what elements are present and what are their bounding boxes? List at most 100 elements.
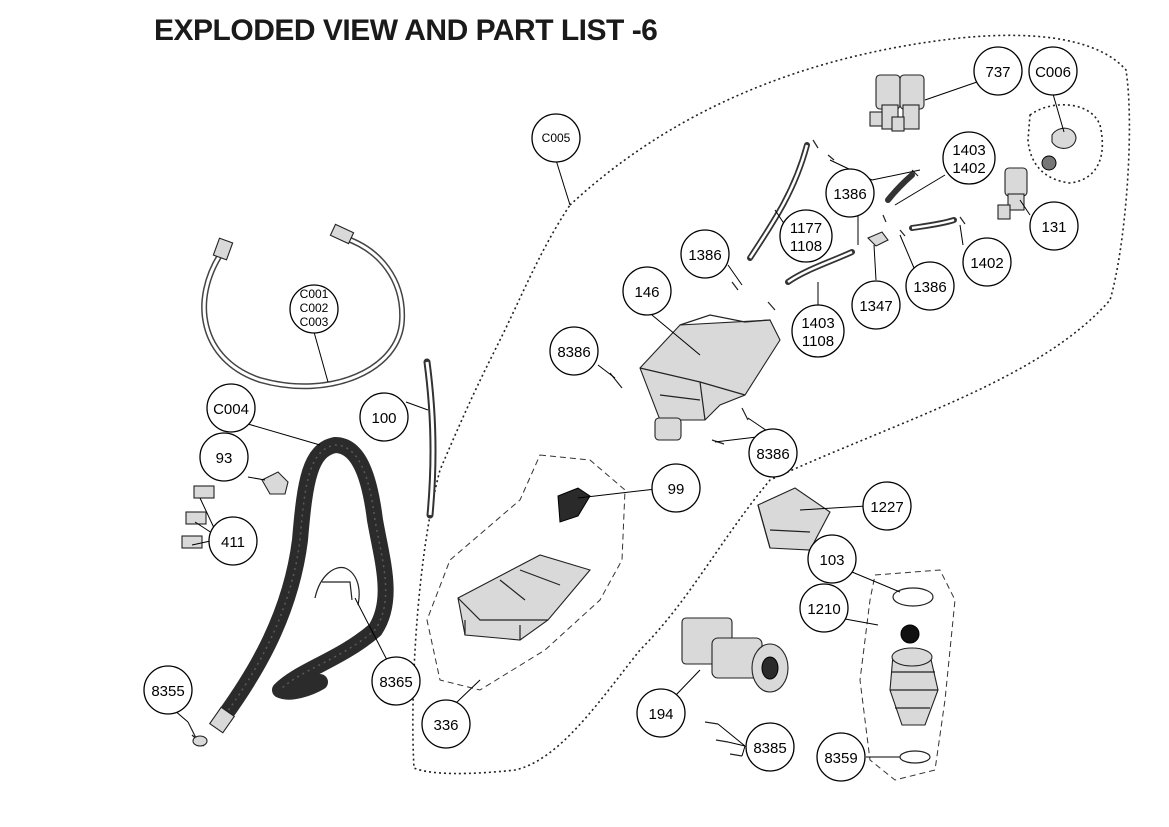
callout-8365: 8365 [371, 656, 421, 706]
svg-text:1227: 1227 [870, 499, 903, 516]
callout-c004: C004 [206, 383, 256, 433]
drain-hose-end [208, 706, 236, 734]
callout-c001-c003: C001 C002 C003 [289, 284, 339, 334]
clip-411-b [185, 511, 207, 525]
svg-text:336: 336 [433, 717, 458, 734]
inlet-valve-131-part [997, 167, 1028, 220]
callout-131: 131 [1029, 201, 1079, 251]
hose-connector-left [212, 237, 234, 261]
svg-text:8355: 8355 [151, 683, 184, 700]
svg-text:C004: C004 [213, 401, 249, 418]
callout-8359: 8359 [816, 732, 866, 782]
callout-411: 411 [208, 516, 258, 566]
svg-text:146: 146 [634, 284, 659, 301]
svg-text:93: 93 [216, 450, 233, 467]
clamp-1386-b [731, 169, 966, 311]
callout-100: 100 [359, 392, 409, 442]
gasket-103-part [892, 587, 934, 607]
svg-text:1347: 1347 [859, 298, 892, 315]
c006-part-ring [1041, 155, 1057, 171]
callout-336: 336 [421, 699, 471, 749]
svg-text:C001: C001 [300, 287, 329, 301]
svg-text:1386: 1386 [688, 247, 721, 264]
svg-text:103: 103 [819, 552, 844, 569]
callout-93: 93 [199, 432, 249, 482]
dispenser-housing-146-part [639, 314, 781, 441]
sump-1210-part [889, 647, 939, 726]
svg-text:1210: 1210 [807, 601, 840, 618]
siphon-cap-99-part [557, 487, 591, 523]
svg-text:411: 411 [221, 534, 245, 551]
bolt-8355-head [192, 735, 208, 747]
svg-text:1403: 1403 [801, 315, 834, 332]
tube-100-inner [425, 361, 435, 516]
sump-group-outline [859, 569, 956, 781]
hose-connector-right [329, 223, 355, 245]
svg-text:737: 737 [985, 64, 1010, 81]
clip-411-a [193, 485, 215, 499]
callout-1227: 1227 [862, 481, 912, 531]
svg-text:1402: 1402 [952, 160, 985, 177]
svg-text:194: 194 [648, 706, 673, 723]
svg-text:8365: 8365 [379, 674, 412, 691]
inlet-hose-inner [202, 236, 404, 388]
callout-1386-top: 1386 [825, 168, 875, 218]
callout-c005: C005 [531, 113, 581, 163]
cover-1227-part [757, 487, 831, 551]
callout-1210: 1210 [799, 583, 849, 633]
drain-hose-part [217, 437, 394, 723]
screw-8385-part [704, 721, 743, 757]
callout-99: 99 [651, 463, 701, 513]
svg-text:8386: 8386 [557, 344, 590, 361]
detergent-drawer-336-part [457, 554, 591, 641]
callout-737: 737 [973, 46, 1023, 96]
drawer-group-outline [426, 454, 626, 691]
svg-text:C006: C006 [1035, 64, 1071, 81]
callout-8355: 8355 [143, 665, 193, 715]
c006-part-cap [1051, 127, 1077, 149]
svg-text:100: 100 [371, 410, 396, 427]
hose-bracket-part [314, 566, 360, 606]
callout-8385: 8385 [745, 722, 795, 772]
svg-text:1402: 1402 [970, 255, 1003, 272]
inlet-valve-737-part [869, 74, 925, 132]
tube-1403-inner [787, 250, 853, 284]
callout-1386-right: 1386 [905, 261, 955, 311]
callout-1403-1108: 1403 1108 [791, 304, 845, 358]
callout-1402: 1402 [962, 237, 1012, 287]
svg-text:8359: 8359 [824, 750, 857, 767]
svg-text:1386: 1386 [833, 186, 866, 203]
callout-1386-left: 1386 [680, 229, 730, 279]
svg-text:1386: 1386 [913, 279, 946, 296]
callout-194: 194 [636, 688, 686, 738]
svg-text:C005: C005 [542, 131, 571, 145]
callout-1403-1402: 1403 1402 [942, 131, 996, 185]
callout-8386-right: 8386 [748, 428, 798, 478]
tube-1402-inner [911, 218, 955, 230]
tube-1177-inner [748, 144, 809, 259]
svg-text:1108: 1108 [802, 333, 834, 350]
drain-hose-ridges [224, 444, 387, 716]
clip-411-c [181, 535, 203, 549]
seal-1210-part [900, 624, 920, 644]
svg-text:1403: 1403 [952, 142, 985, 159]
svg-text:8386: 8386 [756, 446, 789, 463]
clamp-8359-part [899, 750, 931, 764]
clamp-1386-a [812, 139, 835, 161]
svg-text:1177: 1177 [790, 220, 822, 237]
svg-text:C003: C003 [300, 315, 329, 329]
drain-pump-194-part [681, 617, 789, 693]
callout-1347: 1347 [851, 280, 901, 330]
svg-text:1108: 1108 [790, 238, 822, 255]
svg-text:8385: 8385 [753, 740, 786, 757]
callout-1177-1108: 1177 1108 [779, 209, 833, 263]
callout-146: 146 [622, 266, 672, 316]
svg-text:C002: C002 [300, 301, 329, 315]
tube-1403b-part [885, 172, 915, 203]
page-title: EXPLODED VIEW AND PART LIST -6 [154, 14, 658, 47]
svg-text:99: 99 [668, 481, 685, 498]
callout-8386-left: 8386 [549, 326, 599, 376]
svg-text:131: 131 [1041, 219, 1066, 236]
clamp-93-part [261, 471, 289, 495]
